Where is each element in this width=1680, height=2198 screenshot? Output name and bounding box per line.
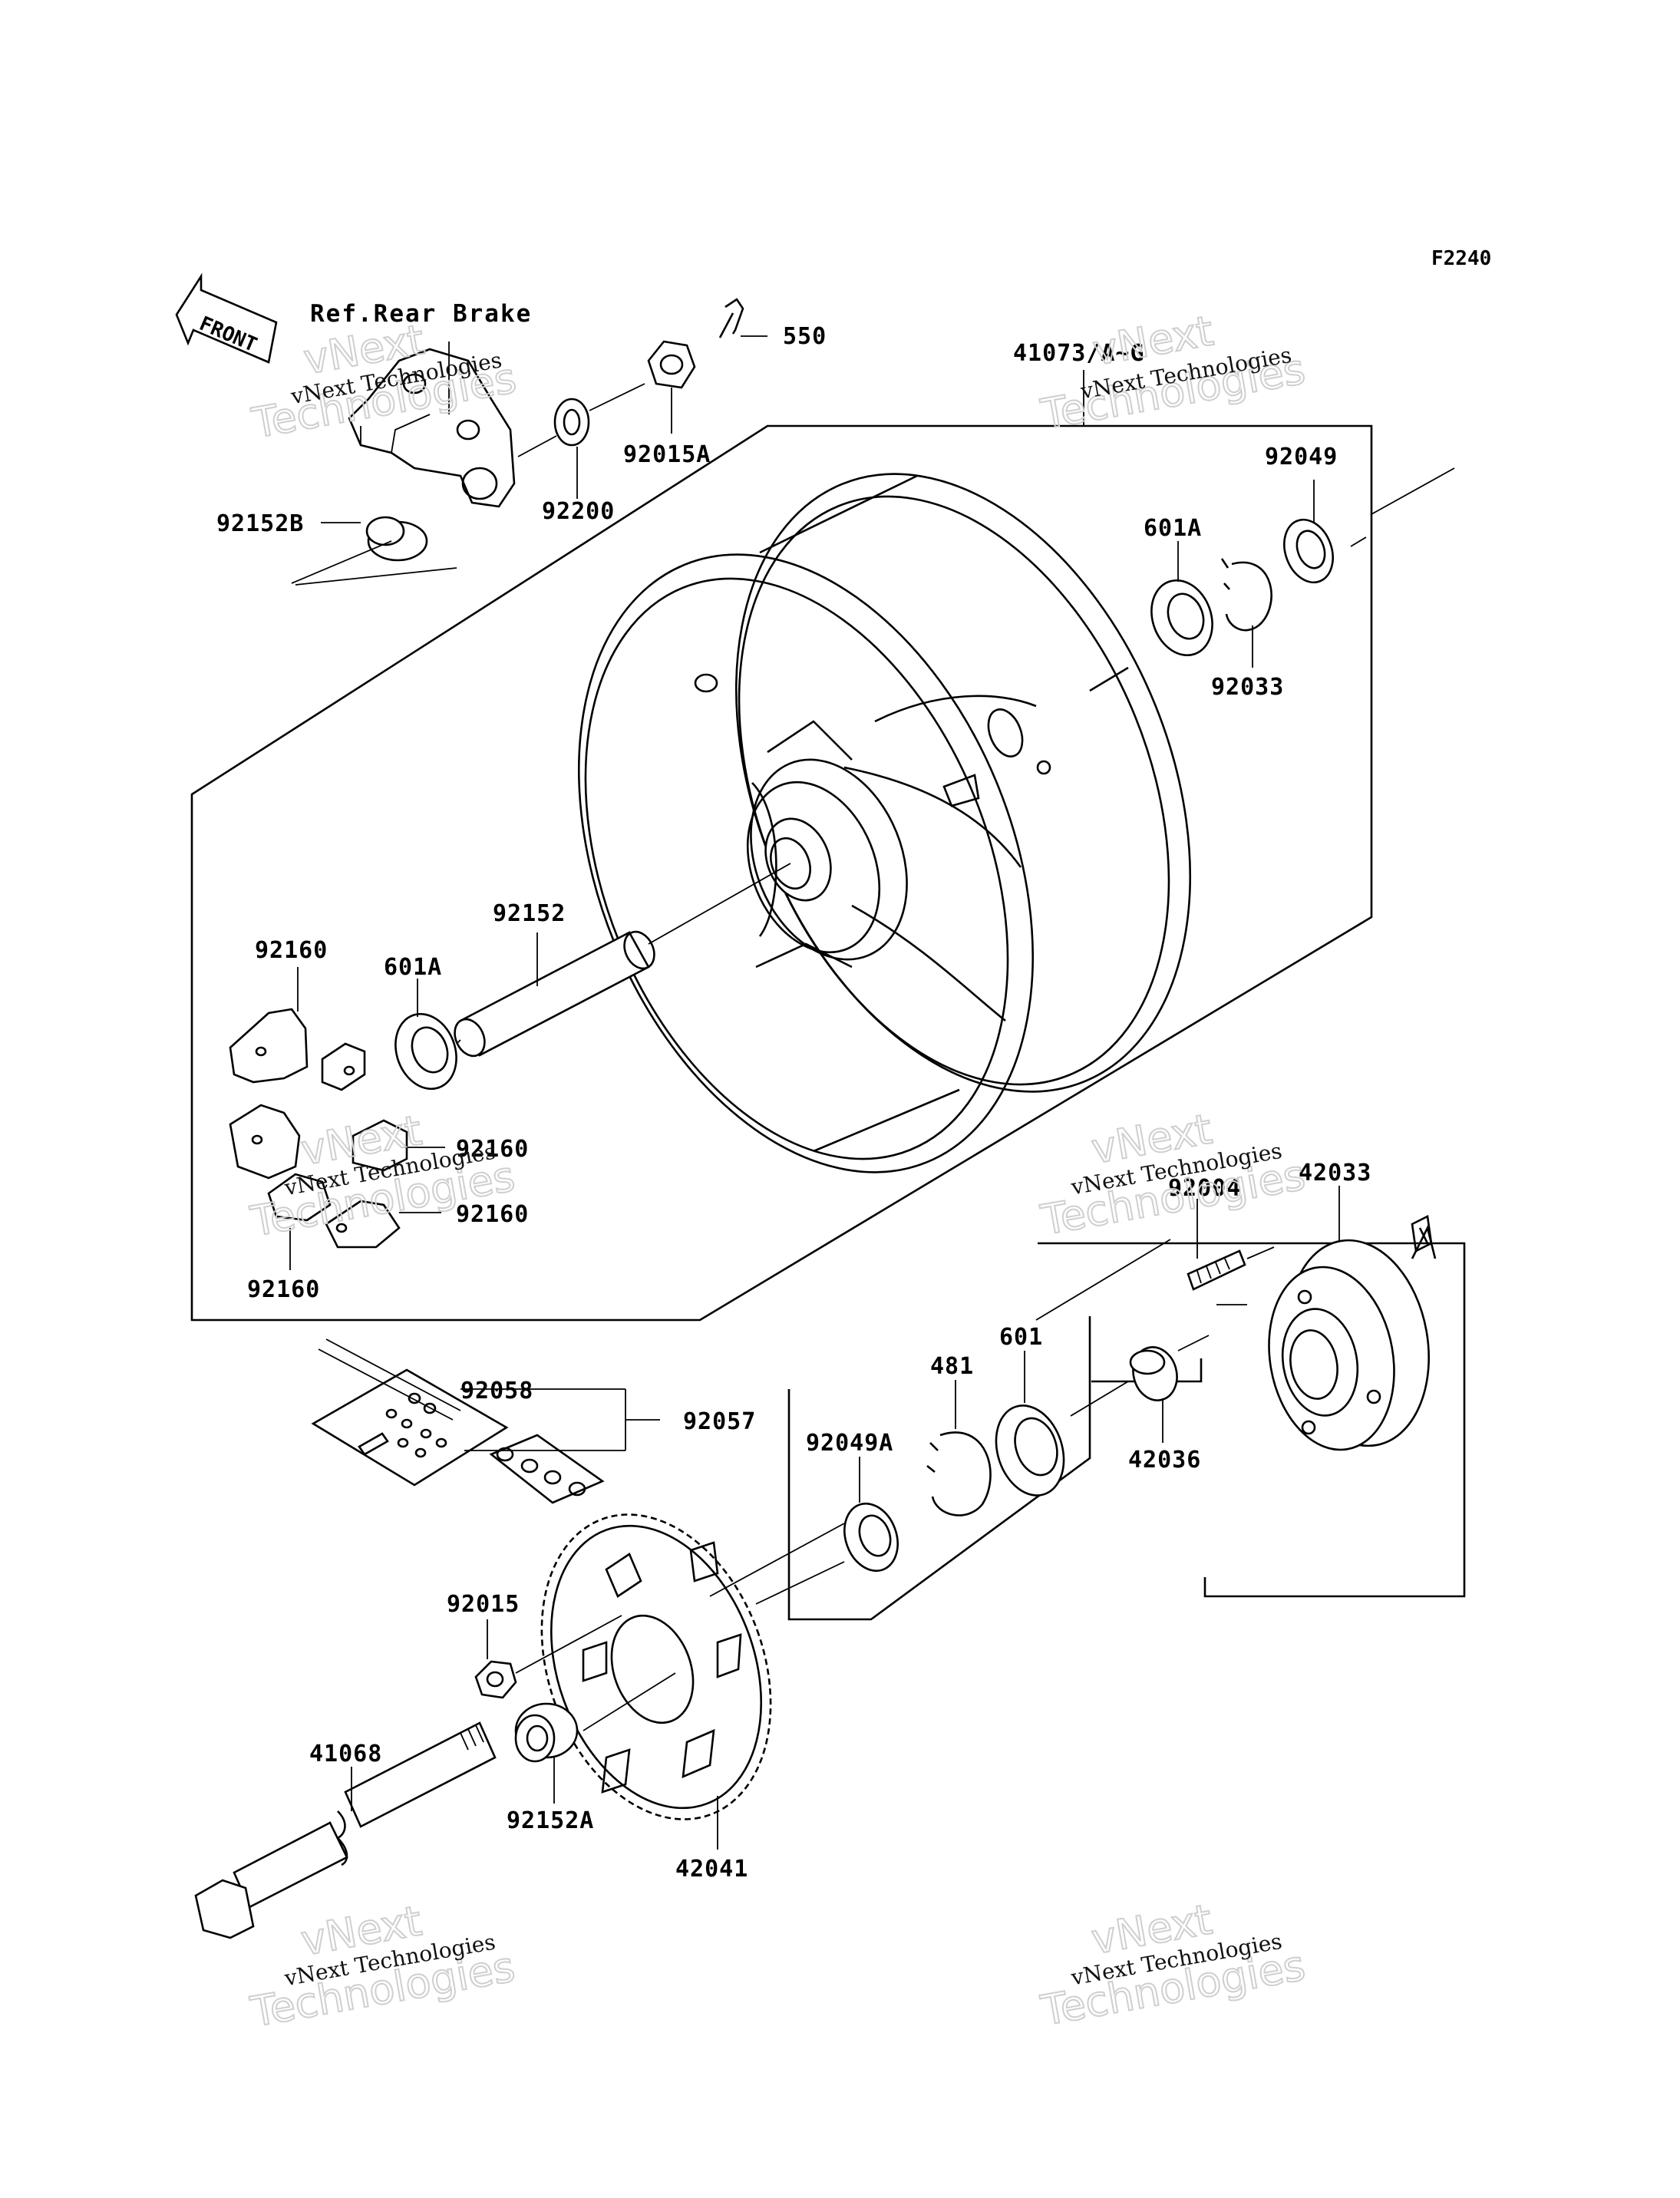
label-92004: 92004 (1168, 1175, 1241, 1202)
label-92049A: 92049A (806, 1430, 893, 1457)
stud-92004-icon (1187, 1249, 1246, 1291)
rear-sprocket-icon (540, 1513, 772, 1820)
castle-nut-icon (647, 340, 696, 389)
cotter-pin-icon (718, 298, 744, 338)
label-550: 550 (783, 323, 827, 350)
label-92152A: 92152A (507, 1807, 594, 1834)
collar-42036-icon (1129, 1346, 1178, 1401)
label-92015A: 92015A (623, 441, 711, 468)
label-42041: 42041 (675, 1856, 748, 1883)
label-601A-top: 601A (1144, 515, 1202, 542)
nut-92015-icon (474, 1660, 517, 1699)
front-arrow-icon: FRONT (175, 272, 278, 364)
label-92160-d: 92160 (247, 1276, 320, 1303)
label-601: 601 (999, 1324, 1043, 1351)
label-41073: 41073/A~G (1013, 340, 1145, 367)
label-92049: 92049 (1265, 444, 1338, 470)
label-92057: 92057 (683, 1408, 756, 1435)
figure-code: F2240 (1431, 247, 1491, 270)
ref-rear-brake-label: Ref.Rear Brake (310, 300, 532, 328)
sprocket-carrier-icon (1268, 1215, 1437, 1451)
watermark-bottom-right: vNext Technologies vNext Technologies (1037, 1894, 1310, 2035)
bearing-601A-left-icon (394, 1012, 457, 1091)
collar-92152B-icon (365, 516, 428, 562)
label-92152: 92152 (493, 900, 566, 927)
axle-41068-icon (194, 1721, 497, 1939)
label-601A-left: 601A (384, 954, 442, 981)
wheel-group-outline (190, 424, 1373, 1322)
carrier-group-outline (1038, 1242, 1466, 1598)
label-92058: 92058 (460, 1378, 533, 1404)
label-481: 481 (930, 1353, 974, 1380)
circlip-92033-icon (1220, 558, 1272, 632)
label-92160-c: 92160 (456, 1201, 529, 1228)
oil-seal-92049-icon (1283, 518, 1334, 584)
drive-chain-icon (489, 1434, 605, 1504)
circlip-481-icon (926, 1431, 992, 1516)
watermark-mid-right: vNext Technologies vNext Technologies (1037, 1104, 1310, 1245)
bearing-601-icon (995, 1404, 1065, 1497)
collar-92152-icon (454, 930, 655, 1058)
label-42033: 42033 (1299, 1160, 1371, 1186)
label-92200: 92200 (542, 498, 615, 525)
label-92015: 92015 (447, 1591, 520, 1618)
brake-bracket-icon (348, 348, 516, 508)
label-42036: 42036 (1128, 1447, 1201, 1474)
rear-wheel-icon (578, 473, 1191, 1173)
oil-seal-92049A-icon (843, 1502, 899, 1573)
damper-92160-icon (229, 1008, 408, 1249)
label-92160-a: 92160 (255, 937, 328, 964)
chain-link-kit-icon (311, 1338, 509, 1487)
collar-92152A-icon (514, 1702, 579, 1763)
watermark-bottom-left: vNext Technologies vNext Technologies (246, 1896, 520, 2037)
label-92033: 92033 (1211, 674, 1284, 701)
label-92152B: 92152B (216, 510, 304, 537)
label-92160-b: 92160 (456, 1136, 529, 1163)
bearing-601A-top-icon (1150, 579, 1213, 657)
washer-92200-icon (553, 398, 590, 447)
label-41068: 41068 (309, 1741, 382, 1767)
bearing-group-outline (787, 1316, 1091, 1621)
